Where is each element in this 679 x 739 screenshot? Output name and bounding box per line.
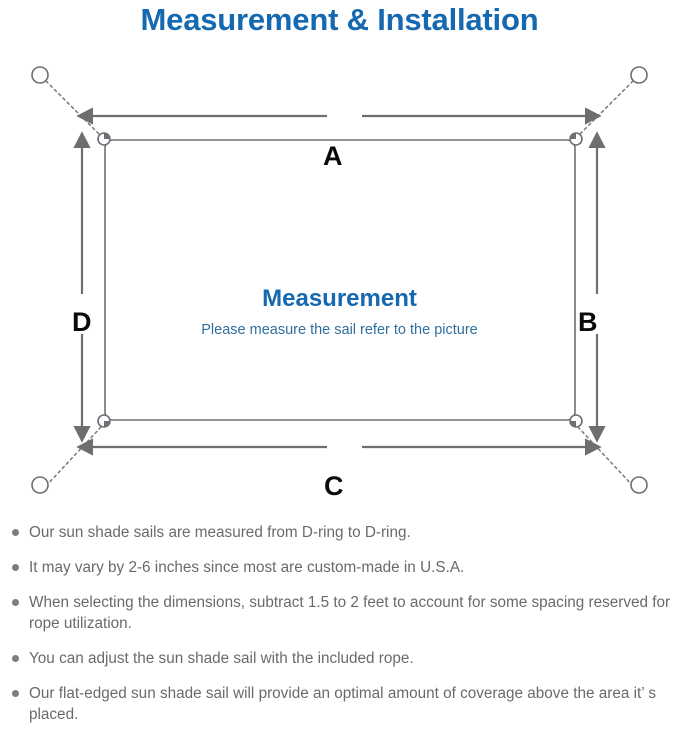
anchor-ring-bottom-right — [630, 476, 648, 494]
note-text: Our sun shade sails are measured from D-… — [29, 524, 411, 541]
rope-top-right — [577, 80, 634, 137]
bullet-icon — [12, 655, 19, 662]
rope-top-left — [45, 80, 102, 137]
d-ring-fill-bottom-right — [570, 421, 576, 427]
notes-list: Our sun shade sails are measured from D-… — [0, 522, 679, 739]
note-text: It may vary by 2-6 inches since most are… — [29, 559, 465, 576]
list-item: It may vary by 2-6 inches since most are… — [0, 557, 679, 578]
sail-center-label: Measurement — [262, 285, 417, 312]
d-ring-fill-top-right — [570, 133, 576, 139]
dimension-label-d: D — [72, 307, 92, 337]
list-item: You can adjust the sun shade sail with t… — [0, 648, 679, 669]
anchor-ring-bottom-left — [31, 476, 49, 494]
bullet-icon — [12, 564, 19, 571]
note-text: You can adjust the sun shade sail with t… — [29, 650, 414, 667]
dimension-label-a: A — [323, 141, 343, 171]
bullet-icon — [12, 529, 19, 536]
rope-lines — [45, 80, 634, 487]
bullet-icon — [12, 690, 19, 697]
dimension-arrows — [73, 107, 606, 456]
list-item: Our sun shade sails are measured from D-… — [0, 522, 679, 543]
measurement-diagram: A B C D Measurement Please measure the s… — [0, 44, 679, 510]
dimension-label-b: B — [578, 307, 598, 337]
d-ring-fill-bottom-left — [104, 421, 110, 427]
diagram-svg — [31, 66, 648, 494]
d-ring-fills — [104, 133, 576, 427]
bullet-icon — [12, 599, 19, 606]
rope-bottom-right — [577, 426, 634, 487]
shade-sail-body — [104, 139, 576, 421]
list-item: Our flat-edged sun shade sail will provi… — [0, 683, 679, 725]
anchor-ring-top-left — [31, 66, 49, 84]
d-ring-fill-top-left — [104, 133, 110, 139]
note-text: When selecting the dimensions, subtract … — [29, 594, 671, 632]
dimension-label-c: C — [324, 471, 344, 501]
anchor-ring-top-right — [630, 66, 648, 84]
rope-bottom-left — [45, 426, 102, 487]
list-item: When selecting the dimensions, subtract … — [0, 592, 679, 634]
page-title: Measurement & Installation — [140, 2, 539, 37]
note-text: Our flat-edged sun shade sail will provi… — [29, 685, 656, 723]
anchor-points — [31, 66, 648, 494]
sail-center-sublabel: Please measure the sail refer to the pic… — [201, 322, 478, 338]
